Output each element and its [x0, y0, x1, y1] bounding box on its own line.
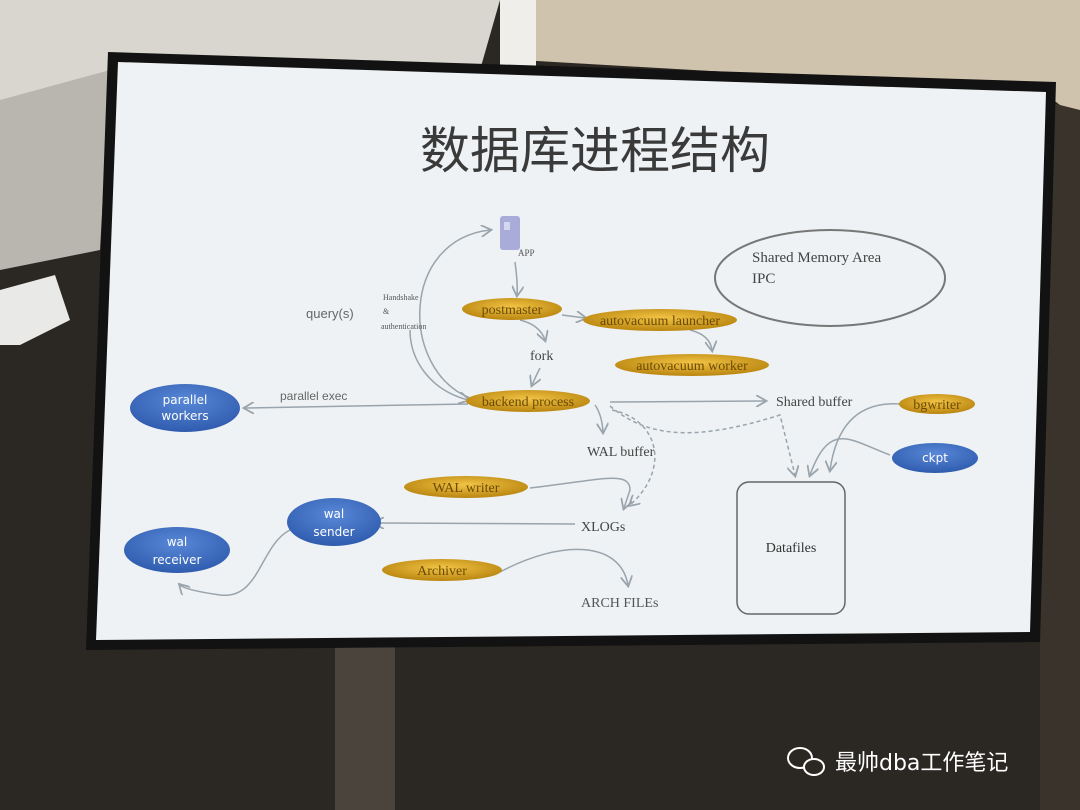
postmaster-label: postmaster: [482, 303, 543, 318]
wal-buffer-label: WAL buffer: [587, 445, 655, 460]
wal-receiver-label-2: receiver: [153, 553, 202, 567]
ckpt-label: ckpt: [922, 451, 948, 465]
watermark-text: 最帅dba工作笔记: [835, 751, 1008, 776]
shared-memory-ellipse: [714, 229, 946, 327]
bgwriter-label: bgwriter: [913, 398, 961, 413]
parallel-workers-label-1: parallel: [163, 393, 208, 407]
archiver-node: [382, 559, 502, 581]
datafiles-box: [736, 481, 846, 615]
autovacuum-worker-node: [615, 354, 769, 376]
ipc-label: IPC: [752, 271, 775, 287]
autovacuum-launcher-label: autovacuum launcher: [600, 314, 720, 329]
query-label: query(s): [306, 306, 354, 321]
wechat-icon: [787, 747, 825, 776]
connectors: [180, 230, 901, 596]
slide-screen: [96, 62, 1046, 640]
fork-label: fork: [530, 349, 553, 364]
bgwriter-node: [899, 394, 975, 414]
wal-sender-label-2: sender: [313, 525, 354, 539]
datafiles-label: Datafiles: [766, 541, 817, 556]
authentication-label: authentication: [381, 322, 426, 331]
parallel-exec-label: parallel exec: [280, 389, 347, 403]
ceiling-pipe: [500, 0, 536, 70]
security-camera: [0, 275, 70, 345]
postmaster-node: [462, 298, 562, 320]
autovacuum-launcher-node: [583, 309, 737, 331]
shared-buffer-label: Shared buffer: [776, 395, 853, 410]
wal-receiver-node: [124, 527, 230, 573]
handshake-and-label: &: [383, 307, 390, 316]
slide-title: 数据库进程结构: [420, 122, 770, 180]
right-wall: [520, 0, 1080, 120]
stand-pole: [335, 645, 395, 810]
archiver-label: Archiver: [417, 564, 467, 579]
xlogs-label: XLOGs: [581, 520, 625, 535]
app-server-icon: [500, 216, 520, 250]
backend-process-label: backend process: [482, 395, 574, 410]
parallel-workers-node: [130, 384, 240, 432]
ckpt-node: [892, 443, 978, 473]
handshake-label: Handshake: [383, 293, 419, 302]
left-wall: [0, 70, 110, 270]
arch-files-label: ARCH FILEs: [581, 596, 658, 611]
wal-receiver-label-1: wal: [167, 535, 188, 549]
wal-sender-label-1: wal: [324, 507, 345, 521]
app-label: APP: [518, 248, 535, 258]
parallel-workers-label-2: workers: [161, 409, 208, 423]
backend-process-node: [466, 390, 590, 412]
autovacuum-worker-label: autovacuum worker: [636, 359, 748, 374]
shared-memory-label: Shared Memory Area: [752, 250, 881, 266]
wal-sender-node: [287, 498, 381, 546]
wal-writer-node: [404, 476, 528, 498]
wal-writer-label: WAL writer: [433, 481, 500, 496]
